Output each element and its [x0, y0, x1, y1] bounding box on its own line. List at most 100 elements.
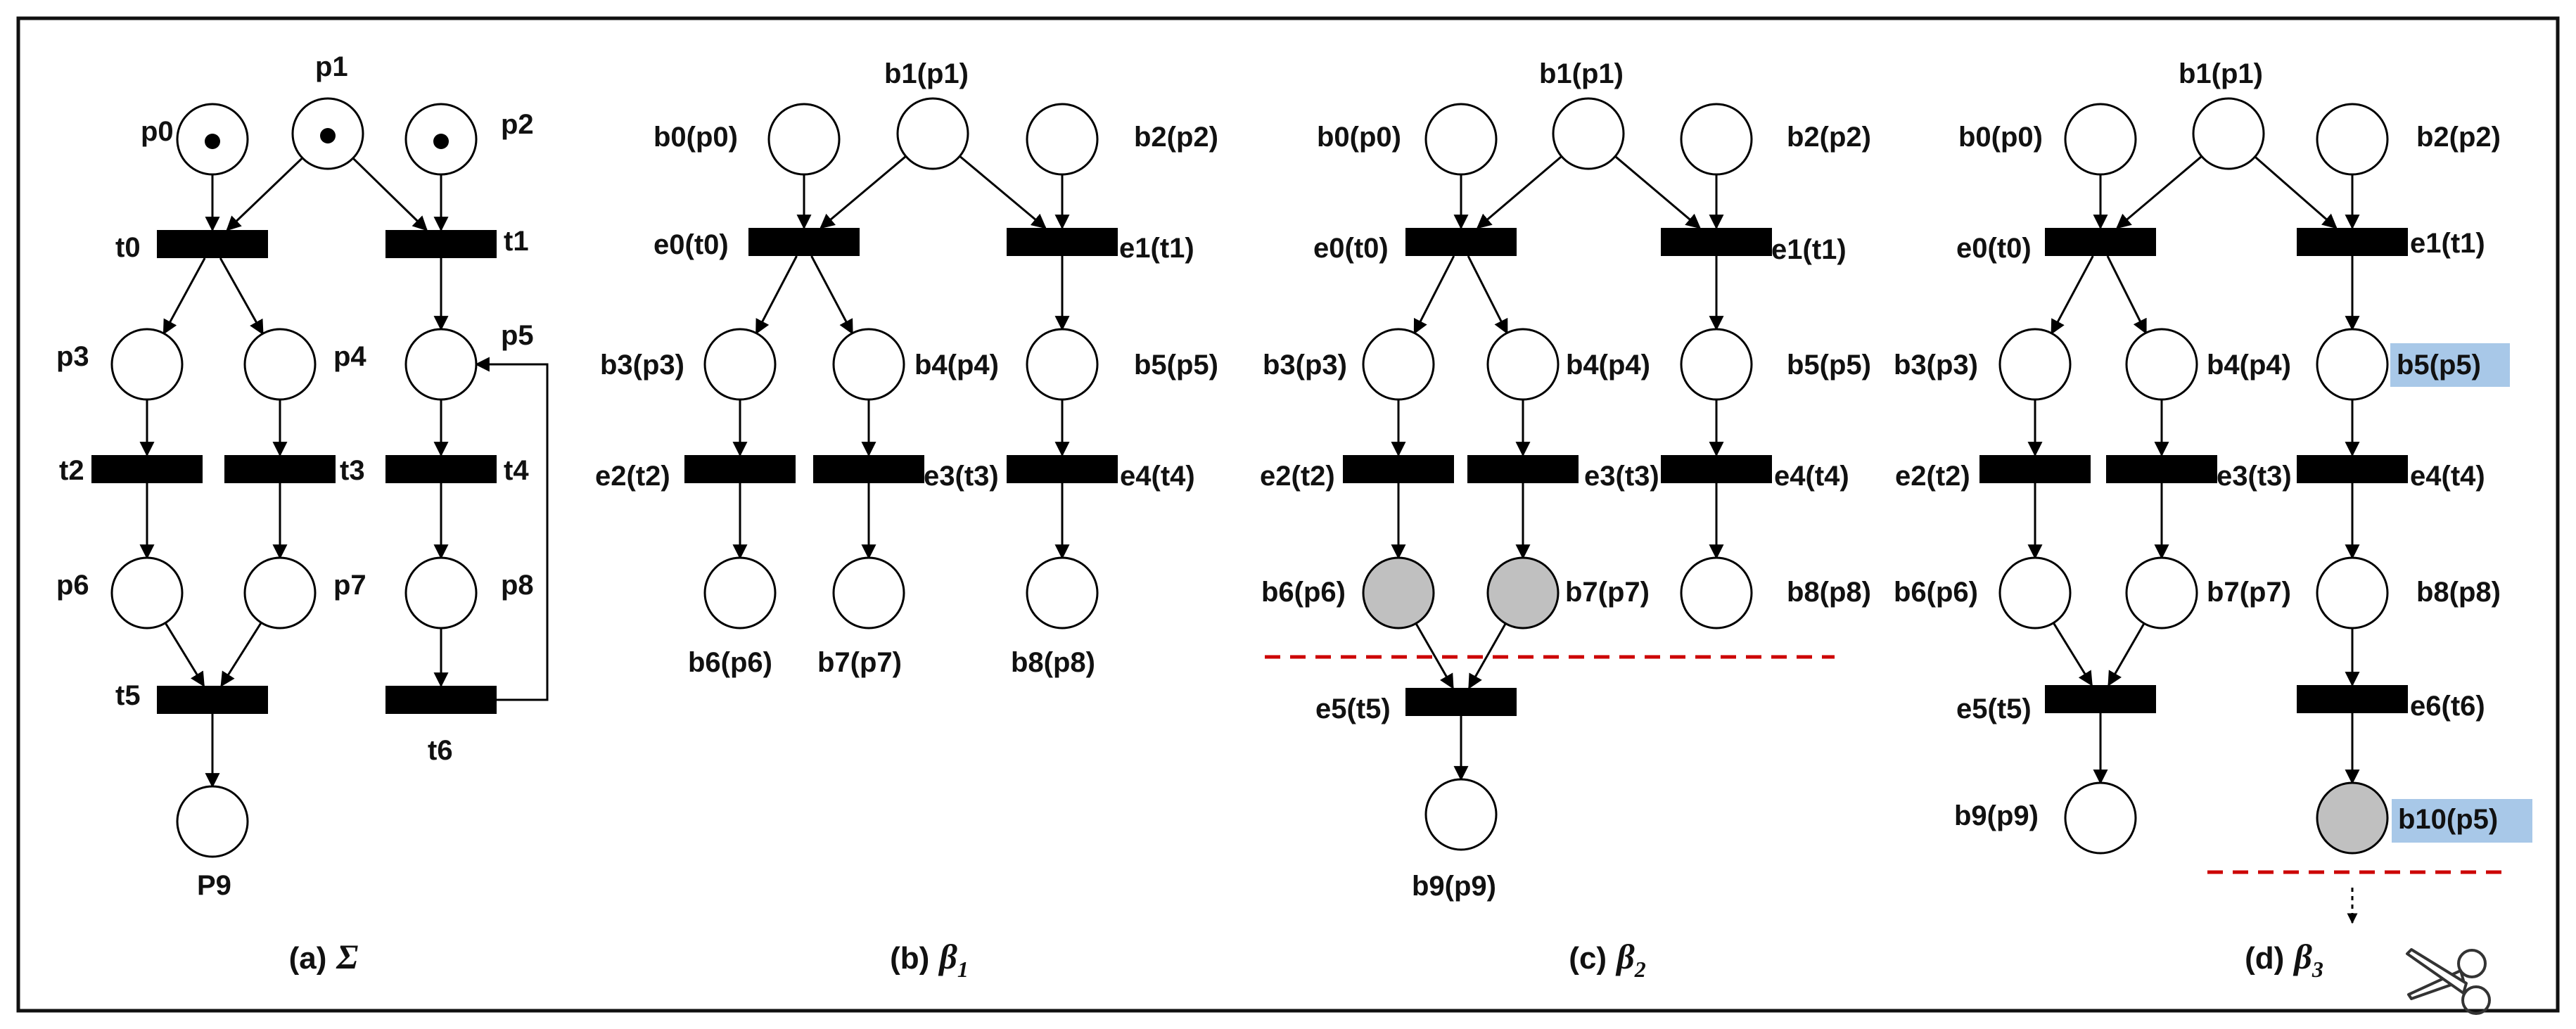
transition-e0	[2045, 228, 2156, 256]
transition-label-e4: e4(t4)	[1120, 461, 1195, 492]
scissors-icon	[2406, 948, 2491, 1015]
arc-e0-b3	[2051, 255, 2094, 335]
transition-label-e2: e2(t2)	[1895, 461, 1970, 492]
arc-e0-b4	[1467, 255, 1508, 335]
caption-subscript: 3	[2312, 957, 2323, 982]
place-b6	[1998, 556, 2072, 629]
place-label-b2: b2(p2)	[2416, 122, 2501, 153]
transition-e3	[813, 455, 924, 483]
transition-e1	[1661, 228, 1772, 256]
place-label-b7: b7(p7)	[817, 647, 902, 678]
token-p1	[320, 128, 336, 143]
place-label-b2: b2(p2)	[1787, 122, 1871, 153]
place-label-p5: p5	[501, 320, 534, 351]
place-label-b5: b5(p5)	[2397, 350, 2481, 381]
place-label-b9: b9(p9)	[1412, 871, 1496, 902]
place-label-p7: p7	[333, 570, 366, 601]
transition-e1	[2297, 228, 2408, 256]
place-b9	[2064, 781, 2137, 855]
transition-label-t3: t3	[340, 455, 365, 486]
transition-label-e4: e4(t4)	[2410, 461, 2485, 492]
place-b7	[832, 556, 905, 629]
transition-e3	[1467, 455, 1579, 483]
arc-e0-b3	[755, 255, 798, 335]
token-p2	[433, 134, 449, 149]
place-label-b4: b4(p4)	[1566, 350, 1650, 381]
place-label-b6: b6(p6)	[1261, 577, 1346, 608]
place-label-b0: b0(p0)	[653, 122, 738, 153]
place-label-b10: b10(p5)	[2398, 804, 2498, 835]
transition-e4	[1007, 455, 1118, 483]
place-label-p1: p1	[315, 51, 348, 82]
place-b7	[2125, 556, 2198, 629]
transition-e5	[2045, 685, 2156, 713]
panel-b: e0(t0)e1(t1)e2(t2)e3(t3)e4(t4)b0(p0)b1(p…	[595, 58, 1218, 982]
place-label-p3: p3	[56, 341, 89, 372]
transition-label-e3: e3(t3)	[924, 461, 999, 492]
place-p9	[176, 785, 249, 858]
place-b7	[1486, 556, 1560, 629]
arc-t6-p5	[474, 357, 549, 701]
arc-b7-e5	[1468, 622, 1507, 689]
place-label-b1: b1(p1)	[884, 58, 969, 89]
panel-caption-a: (a)Σ	[289, 937, 359, 976]
arc-b1-e1	[959, 155, 1047, 229]
place-label-p6: p6	[56, 570, 89, 601]
place-label-b4: b4(p4)	[914, 350, 999, 381]
arc-t0-p3	[162, 257, 206, 335]
place-b0	[1424, 103, 1498, 176]
place-p4	[243, 328, 317, 401]
transition-label-e6: e6(t6)	[2410, 691, 2485, 722]
transition-t4	[385, 455, 497, 483]
transition-e3	[2106, 455, 2217, 483]
transition-e0	[748, 228, 860, 256]
place-label-b1: b1(p1)	[1539, 58, 1624, 89]
place-b4	[1486, 328, 1560, 401]
place-b4	[2125, 328, 2198, 401]
place-label-b3: b3(p3)	[1894, 350, 1978, 381]
place-p8	[404, 556, 478, 629]
caption-symbol: β	[1615, 937, 1635, 976]
arc-p1-t0	[226, 157, 303, 231]
caption-symbol: β	[2293, 937, 2312, 976]
place-b5	[2316, 328, 2389, 401]
place-b3	[703, 328, 777, 401]
transition-label-e5: e5(t5)	[1956, 694, 2032, 724]
transition-e5	[1405, 688, 1517, 716]
highlight-b5	[2390, 343, 2510, 387]
place-label-p8: p8	[501, 570, 534, 601]
place-label-p9: P9	[197, 870, 231, 901]
transition-label-t4: t4	[504, 455, 529, 486]
place-b2	[1680, 103, 1753, 176]
transition-label-e3: e3(t3)	[2217, 461, 2292, 492]
place-b9	[1424, 778, 1498, 851]
arc-b1-e0	[1476, 155, 1562, 229]
caption-prefix: (c)	[1569, 941, 1607, 976]
transition-label-t1: t1	[504, 226, 529, 257]
transition-label-e1: e1(t1)	[1771, 234, 1847, 265]
caption-prefix: (a)	[289, 941, 327, 976]
place-label-b8: b8(p8)	[1011, 647, 1095, 678]
place-b0	[2064, 103, 2137, 176]
caption-subscript: 1	[957, 957, 969, 982]
panel-caption-b: (b)β1	[890, 937, 969, 982]
place-label-b8: b8(p8)	[1787, 577, 1871, 608]
place-p5	[404, 328, 478, 401]
transition-e2	[1979, 455, 2091, 483]
place-label-b0: b0(p0)	[1317, 122, 1401, 153]
caption-prefix: (d)	[2245, 941, 2284, 976]
place-b0	[767, 103, 841, 176]
transition-label-e4: e4(t4)	[1774, 461, 1849, 492]
arc-b1-e1	[2254, 155, 2338, 229]
panel-caption-d: (d) β3	[2245, 937, 2323, 982]
transition-e6	[2297, 685, 2408, 713]
transition-e0	[1405, 228, 1517, 256]
place-b2	[1026, 103, 1099, 176]
place-label-b5: b5(p5)	[1134, 350, 1218, 381]
transition-label-e3: e3(t3)	[1584, 461, 1659, 492]
arc-b6-e5	[1415, 622, 1454, 689]
place-b5	[1680, 328, 1753, 401]
arc-p6-t5	[164, 622, 205, 687]
place-b10	[2316, 781, 2389, 855]
